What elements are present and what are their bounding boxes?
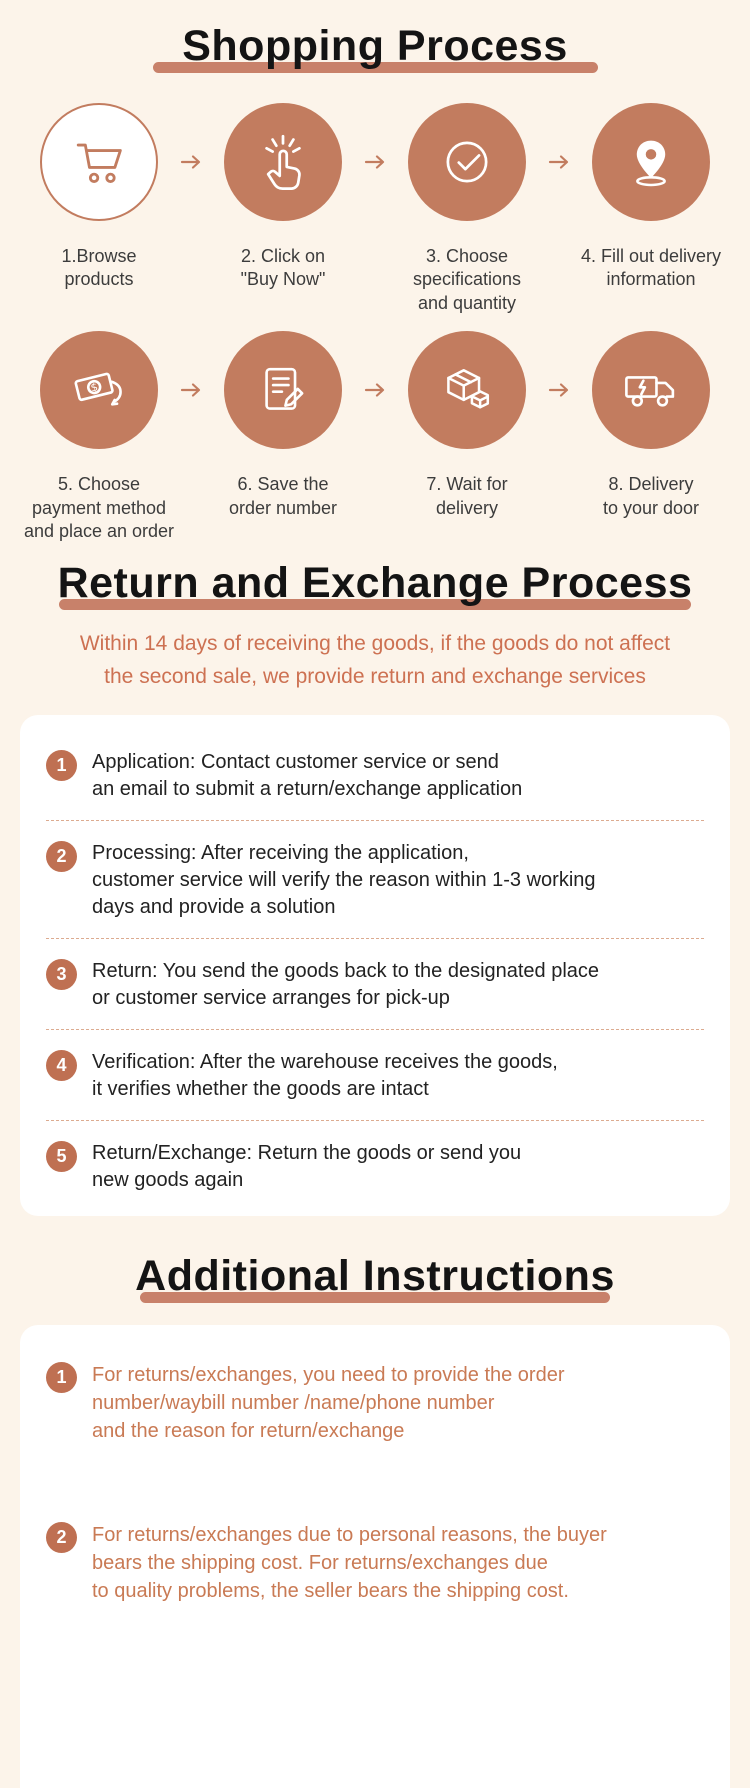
process-step-delivery-info: 4. Fill out delivery information [571, 103, 731, 292]
step-label: 7. Wait for delivery [426, 474, 508, 518]
step-number-badge: 2 [46, 841, 77, 873]
return-step-text: Processing: After receiving the applicat… [92, 842, 596, 919]
return-step-text: Verification: After the warehouse receiv… [92, 1051, 558, 1101]
dashed-divider [46, 1120, 704, 1122]
dashed-divider [46, 938, 704, 940]
check-circle-icon [408, 103, 526, 221]
title-underline-bar [140, 1292, 610, 1304]
additional-item-1: 1 For returns/exchanges, you need to pro… [46, 1359, 704, 1445]
step-label: 6. Save the order number [228, 474, 338, 518]
shopping-process-header: Shopping Process [0, 22, 750, 73]
return-step-text: Return/Exchange: Return the goods or sen… [92, 1142, 522, 1192]
delivery-truck-icon [592, 331, 710, 450]
additional-item-text: For returns/exchanges, you need to provi… [92, 1364, 565, 1443]
step-label: 4. Fill out delivery information [580, 246, 722, 290]
arrow-right-icon [547, 154, 571, 170]
return-step-exchange: 5 Return/Exchange: Return the goods or s… [46, 1138, 704, 1194]
return-process-card: 1 Application: Contact customer service … [20, 715, 730, 1217]
return-process-title: Return and Exchange Process [57, 559, 693, 608]
return-step-application: 1 Application: Contact customer service … [46, 747, 704, 803]
return-step-return: 3 Return: You send the goods back to the… [46, 956, 704, 1012]
return-policy-subtitle: Within 14 days of receiving the goods, i… [79, 632, 671, 688]
process-step-browse: 1.Browse products [19, 103, 179, 292]
step-number-badge: 4 [46, 1050, 77, 1082]
payment-money-icon: $ [40, 331, 158, 450]
arrow-right-icon [179, 154, 203, 170]
package-icon [408, 331, 526, 450]
arrow-right-icon [547, 382, 571, 398]
additional-item-text: For returns/exchanges due to personal re… [92, 1524, 607, 1603]
process-step-buy-now: 2. Click on "Buy Now" [203, 103, 363, 292]
arrow-right-icon [363, 382, 387, 398]
item-number-badge: 2 [46, 1522, 77, 1554]
step-number-badge: 5 [46, 1141, 77, 1173]
step-label: 5. Choose payment method and place an or… [23, 474, 175, 541]
dashed-divider [46, 1029, 704, 1031]
additional-instructions-title: Additional Instructions [135, 1252, 615, 1301]
location-pin-icon [592, 103, 710, 221]
process-step-payment: $ 5. Choose payment method and place an … [19, 331, 179, 543]
return-step-text: Return: You send the goods back to the d… [92, 960, 600, 1010]
arrow-right-icon [179, 382, 203, 398]
process-step-specifications: 3. Choose specifications and quantity [387, 103, 547, 315]
svg-text:$: $ [89, 380, 99, 394]
return-process-header: Return and Exchange Process [0, 559, 750, 611]
shopping-process-title: Shopping Process [182, 22, 568, 70]
step-label: 3. Choose specifications and quantity [412, 246, 522, 313]
arrow-right-icon [363, 154, 387, 170]
item-number-badge: 1 [46, 1362, 77, 1394]
process-step-door-delivery: 8. Delivery to your door [571, 331, 731, 520]
title-underline-bar [59, 599, 691, 611]
additional-item-2: 2 For returns/exchanges due to personal … [46, 1519, 704, 1605]
process-row-2: $ 5. Choose payment method and place an … [0, 331, 750, 543]
process-row-1: 1.Browse products 2. Click on "Buy Now" [0, 103, 750, 315]
return-step-text: Application: Contact customer service or… [92, 751, 523, 801]
cart-icon [40, 103, 158, 221]
step-number-badge: 3 [46, 959, 77, 991]
additional-instructions-card: 1 For returns/exchanges, you need to pro… [20, 1325, 730, 1788]
order-note-icon [224, 331, 342, 450]
additional-instructions-header: Additional Instructions [0, 1252, 750, 1304]
tap-click-icon [224, 103, 342, 221]
step-label: 8. Delivery to your door [602, 474, 700, 518]
title-underline-bar [152, 62, 598, 73]
process-step-order-number: 6. Save the order number [203, 331, 363, 520]
dashed-divider [46, 820, 704, 822]
return-step-processing: 2 Processing: After receiving the applic… [46, 838, 704, 921]
return-step-verification: 4 Verification: After the warehouse rece… [46, 1047, 704, 1103]
step-label: 1.Browse products [61, 246, 137, 290]
process-step-wait-delivery: 7. Wait for delivery [387, 331, 547, 520]
step-number-badge: 1 [46, 750, 77, 782]
step-label: 2. Click on "Buy Now" [240, 246, 326, 290]
